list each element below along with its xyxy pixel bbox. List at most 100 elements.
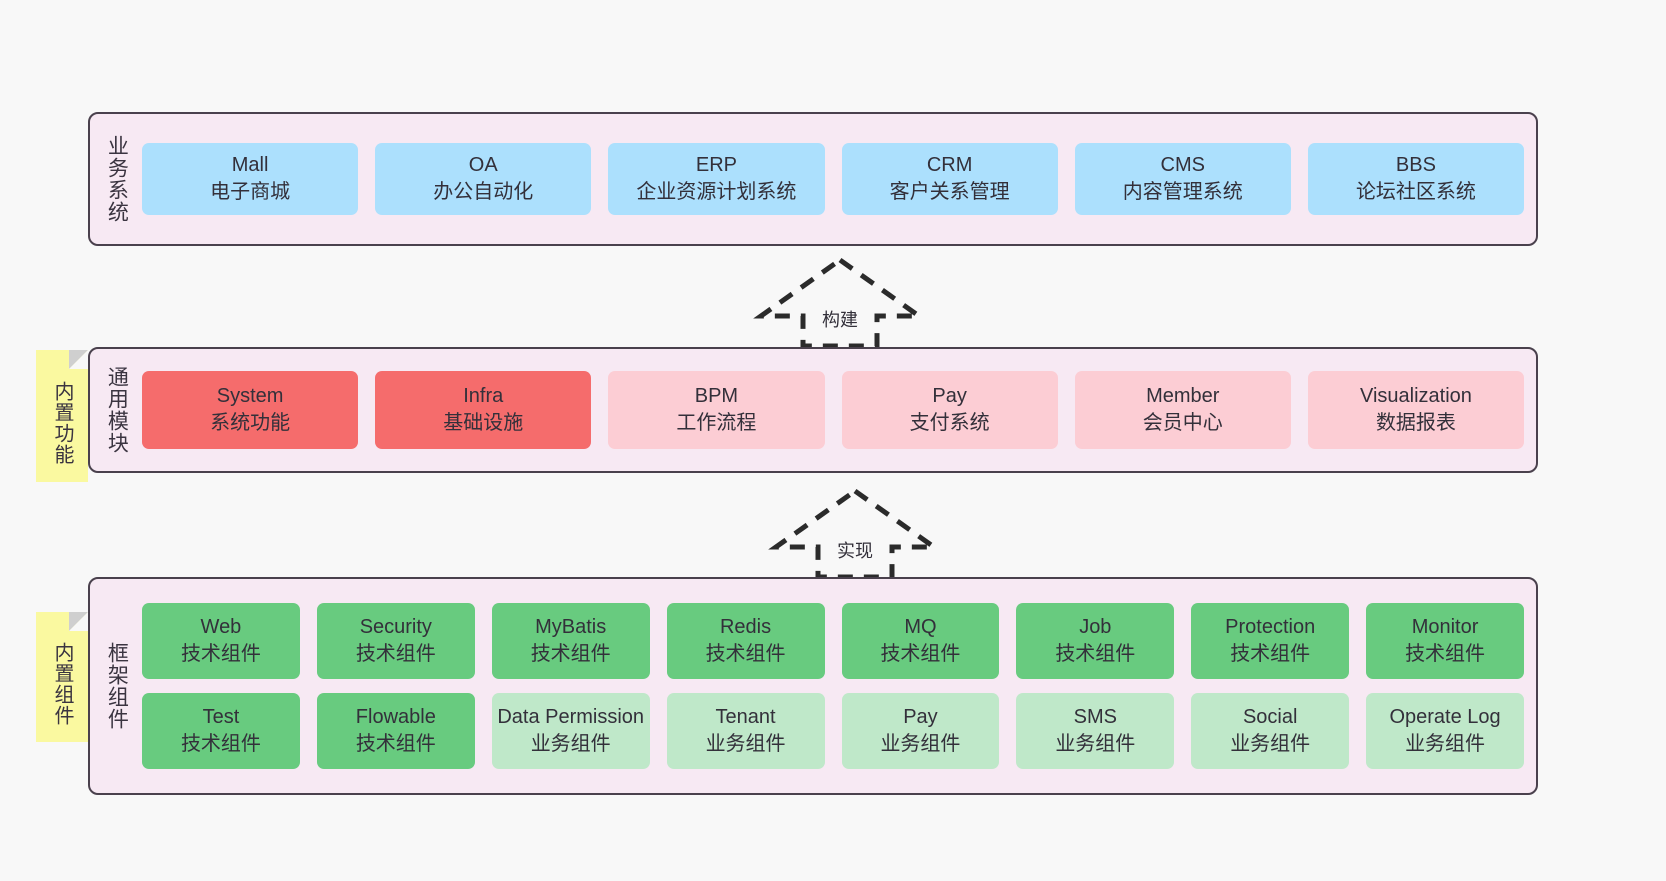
layer-body-business: Mall 电子商城 OA 办公自动化 ERP 企业资源计划系统 CRM 客户关系… xyxy=(142,114,1536,244)
layer-title-framework: 框架组件 xyxy=(105,642,129,730)
card-sms[interactable]: SMS 业务组件 xyxy=(1016,693,1175,769)
card-test[interactable]: Test 技术组件 xyxy=(142,693,300,769)
card-infra-name: Infra xyxy=(463,385,504,408)
card-social-name: Social xyxy=(1242,706,1298,729)
card-protection-desc: 技术组件 xyxy=(1230,643,1311,665)
card-operate-log[interactable]: Operate Log 业务组件 xyxy=(1366,693,1524,769)
note-builtin-features: 内置功能 xyxy=(36,350,88,482)
card-row-framework-business: Test 技术组件 Flowable 技术组件 Data Permission … xyxy=(142,693,1524,769)
card-data-permission-desc: 业务组件 xyxy=(530,733,611,755)
layer-title-common: 通用模块 xyxy=(105,366,129,454)
card-erp[interactable]: ERP 企业资源计划系统 xyxy=(608,143,825,215)
card-pay-component-desc: 业务组件 xyxy=(880,733,961,755)
card-flowable[interactable]: Flowable 技术组件 xyxy=(316,693,475,769)
card-flowable-name: Flowable xyxy=(355,706,436,729)
card-infra[interactable]: Infra 基础设施 xyxy=(375,371,592,449)
card-bpm-desc: 工作流程 xyxy=(676,412,757,434)
card-cms-desc: 内容管理系统 xyxy=(1122,181,1243,203)
card-visualization-name: Visualization xyxy=(1359,385,1472,408)
arrow-implement-shape xyxy=(768,487,942,580)
card-bbs-name: BBS xyxy=(1395,154,1436,177)
card-security-desc: 技术组件 xyxy=(355,643,436,665)
card-member-name: Member xyxy=(1146,385,1220,408)
arrow-build: 构建 xyxy=(753,256,927,349)
card-mybatis[interactable]: MyBatis 技术组件 xyxy=(491,603,650,679)
layer-common-modules: 通用模块 System 系统功能 Infra 基础设施 BPM 工作流程 Pay… xyxy=(88,347,1538,473)
card-infra-desc: 基础设施 xyxy=(443,412,524,434)
arrow-build-shape xyxy=(753,256,927,349)
card-member-desc: 会员中心 xyxy=(1142,412,1223,434)
card-job-name: Job xyxy=(1079,616,1112,639)
card-system-name: System xyxy=(216,385,284,408)
card-redis[interactable]: Redis 技术组件 xyxy=(666,603,825,679)
card-mybatis-desc: 技术组件 xyxy=(530,643,611,665)
card-mq-desc: 技术组件 xyxy=(880,643,961,665)
card-social-desc: 业务组件 xyxy=(1230,733,1311,755)
card-pay-module-name: Pay xyxy=(932,385,967,408)
card-job[interactable]: Job 技术组件 xyxy=(1016,603,1175,679)
card-redis-name: Redis xyxy=(719,616,772,639)
layer-body-common: System 系统功能 Infra 基础设施 BPM 工作流程 Pay 支付系统… xyxy=(142,349,1536,471)
card-web-name: Web xyxy=(200,616,242,639)
card-mall-name: Mall xyxy=(231,154,269,177)
arrow-implement: 实现 xyxy=(768,487,942,580)
card-row-common: System 系统功能 Infra 基础设施 BPM 工作流程 Pay 支付系统… xyxy=(142,371,1525,449)
note-builtin-components: 内置组件 xyxy=(36,612,88,742)
card-sms-name: SMS xyxy=(1073,706,1117,729)
card-social[interactable]: Social 业务组件 xyxy=(1191,693,1350,769)
card-web[interactable]: Web 技术组件 xyxy=(142,603,300,679)
card-member[interactable]: Member 会员中心 xyxy=(1074,371,1291,449)
card-web-desc: 技术组件 xyxy=(180,643,261,665)
card-security-name: Security xyxy=(359,616,432,639)
card-job-desc: 技术组件 xyxy=(1055,643,1136,665)
card-pay-module-desc: 支付系统 xyxy=(909,412,990,434)
card-protection[interactable]: Protection 技术组件 xyxy=(1191,603,1350,679)
card-sms-desc: 业务组件 xyxy=(1055,733,1136,755)
card-operate-log-desc: 业务组件 xyxy=(1405,733,1486,755)
card-monitor[interactable]: Monitor 技术组件 xyxy=(1366,603,1524,679)
card-erp-name: ERP xyxy=(695,154,737,177)
card-security[interactable]: Security 技术组件 xyxy=(316,603,475,679)
card-tenant[interactable]: Tenant 业务组件 xyxy=(666,693,825,769)
card-system-desc: 系统功能 xyxy=(210,412,291,434)
card-oa-name: OA xyxy=(468,154,498,177)
card-erp-desc: 企业资源计划系统 xyxy=(636,181,797,203)
card-oa-desc: 办公自动化 xyxy=(433,181,534,203)
card-mall[interactable]: Mall 电子商城 xyxy=(142,143,359,215)
card-mall-desc: 电子商城 xyxy=(210,181,291,203)
card-visualization[interactable]: Visualization 数据报表 xyxy=(1307,371,1525,449)
layer-framework-components: 框架组件 Web 技术组件 Security 技术组件 MyBatis 技术组件… xyxy=(88,577,1538,795)
card-data-permission-name: Data Permission xyxy=(497,706,645,729)
card-row-business: Mall 电子商城 OA 办公自动化 ERP 企业资源计划系统 CRM 客户关系… xyxy=(142,143,1525,215)
card-pay-component[interactable]: Pay 业务组件 xyxy=(841,693,1000,769)
card-operate-log-name: Operate Log xyxy=(1389,706,1501,729)
card-cms[interactable]: CMS 内容管理系统 xyxy=(1074,143,1291,215)
layer-body-framework: Web 技术组件 Security 技术组件 MyBatis 技术组件 Redi… xyxy=(142,579,1536,793)
card-flowable-desc: 技术组件 xyxy=(355,733,436,755)
card-crm-desc: 客户关系管理 xyxy=(889,181,1010,203)
card-test-name: Test xyxy=(202,706,240,729)
card-row-framework-tech: Web 技术组件 Security 技术组件 MyBatis 技术组件 Redi… xyxy=(142,603,1524,679)
card-system[interactable]: System 系统功能 xyxy=(142,371,359,449)
card-pay-component-name: Pay xyxy=(903,706,938,729)
card-monitor-desc: 技术组件 xyxy=(1405,643,1486,665)
card-crm[interactable]: CRM 客户关系管理 xyxy=(841,143,1058,215)
layer-business-systems: 业务系统 Mall 电子商城 OA 办公自动化 ERP 企业资源计划系统 CRM… xyxy=(88,112,1538,246)
card-cms-name: CMS xyxy=(1160,154,1205,177)
card-crm-name: CRM xyxy=(926,154,973,177)
card-monitor-name: Monitor xyxy=(1411,616,1479,639)
card-data-permission[interactable]: Data Permission 业务组件 xyxy=(491,693,650,769)
card-mybatis-name: MyBatis xyxy=(535,616,607,639)
card-protection-name: Protection xyxy=(1225,616,1316,639)
card-test-desc: 技术组件 xyxy=(180,733,261,755)
card-tenant-name: Tenant xyxy=(715,706,776,729)
card-pay-module[interactable]: Pay 支付系统 xyxy=(841,371,1058,449)
card-visualization-desc: 数据报表 xyxy=(1375,412,1456,434)
card-bbs[interactable]: BBS 论坛社区系统 xyxy=(1307,143,1525,215)
card-oa[interactable]: OA 办公自动化 xyxy=(375,143,592,215)
card-mq[interactable]: MQ 技术组件 xyxy=(841,603,1000,679)
card-bbs-desc: 论坛社区系统 xyxy=(1355,181,1476,203)
card-bpm[interactable]: BPM 工作流程 xyxy=(608,371,825,449)
card-tenant-desc: 业务组件 xyxy=(705,733,786,755)
